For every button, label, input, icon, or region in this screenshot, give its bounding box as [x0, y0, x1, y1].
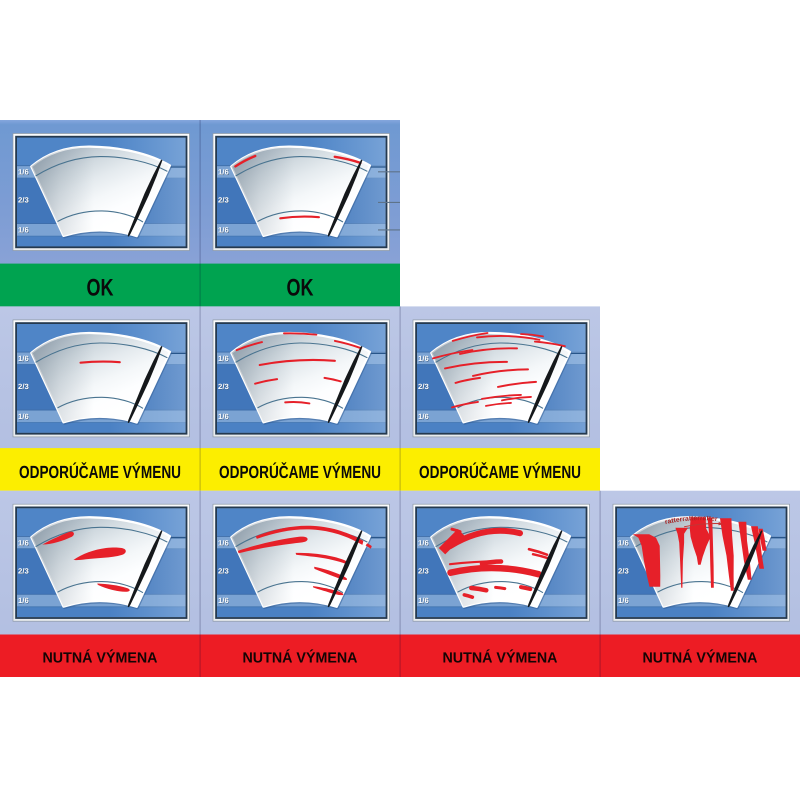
svg-text:OK: OK [87, 274, 115, 301]
svg-text:OK: OK [287, 274, 315, 301]
svg-text:ODPORÚČAME VÝMENU: ODPORÚČAME VÝMENU [19, 462, 181, 482]
svg-text:NUTNÁ VÝMENA: NUTNÁ VÝMENA [443, 649, 558, 667]
svg-text:ODPORÚČAME VÝMENU: ODPORÚČAME VÝMENU [419, 462, 581, 482]
svg-text:NUTNÁ VÝMENA: NUTNÁ VÝMENA [243, 649, 358, 667]
svg-text:NUTNÁ VÝMENA: NUTNÁ VÝMENA [643, 649, 758, 667]
svg-text:NUTNÁ VÝMENA: NUTNÁ VÝMENA [43, 649, 158, 667]
svg-text:ratterratterratter: ratterratterratter [664, 515, 718, 526]
svg-text:ODPORÚČAME VÝMENU: ODPORÚČAME VÝMENU [219, 462, 381, 482]
